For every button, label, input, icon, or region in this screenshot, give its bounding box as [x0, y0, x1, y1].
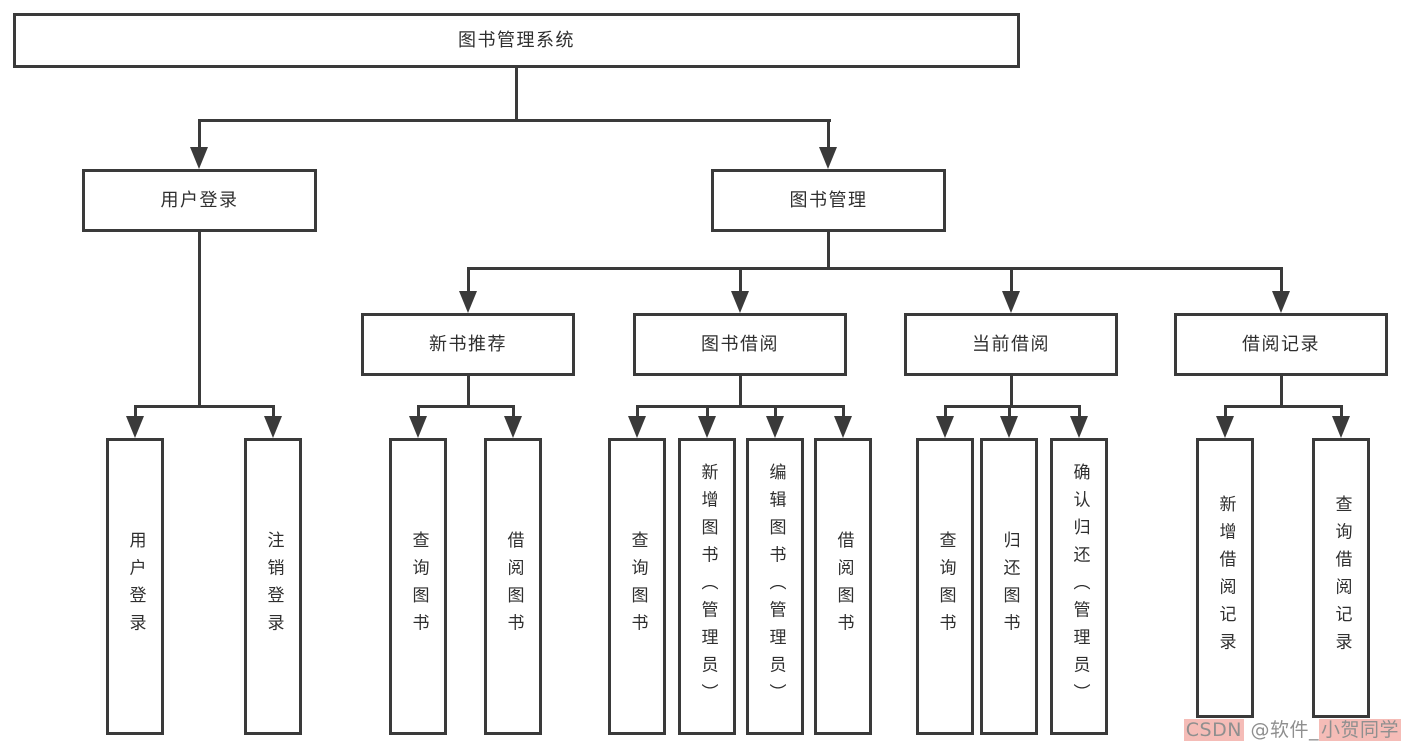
arrow-down-icon [190, 147, 208, 169]
connector-stem [827, 122, 830, 148]
connector-stem [1340, 408, 1343, 418]
connector-stem [134, 408, 137, 418]
connector-current-stem [1010, 376, 1013, 405]
connector-stem [198, 122, 201, 148]
connector-level2-split [198, 119, 831, 122]
connector-stem [417, 408, 420, 418]
connector-stem [272, 408, 275, 418]
leaf-confirm-return-admin: 确认归还（管理员） [1050, 438, 1108, 735]
leaf-user-login: 用户登录 [106, 438, 164, 735]
connector-recommend-stem [467, 376, 470, 405]
leaf-borrow-books: 借阅图书 [814, 438, 872, 735]
connector-recommend-split [417, 405, 515, 408]
node-label: 归还图书 [999, 531, 1020, 642]
connector-stem [467, 270, 470, 291]
node-user-login: 用户登录 [82, 169, 317, 232]
arrow-down-icon [1272, 291, 1290, 313]
connector-stem [1224, 408, 1227, 418]
node-label: 注销登录 [263, 531, 284, 642]
node-label: 借阅图书 [833, 531, 854, 642]
arrow-down-icon [1332, 416, 1350, 438]
arrow-down-icon [936, 416, 954, 438]
arrow-down-icon [731, 291, 749, 313]
node-label: 图书借阅 [701, 333, 779, 355]
node-label: 确认归还（管理员） [1069, 462, 1090, 711]
node-label: 查询借阅记录 [1331, 495, 1352, 661]
connector-stem [1008, 408, 1011, 418]
connector-stem [774, 408, 777, 418]
node-label: 查询图书 [408, 531, 429, 642]
watermark-name: 小贺同学 [1318, 719, 1401, 741]
arrow-down-icon [834, 416, 852, 438]
node-current-borrow: 当前借阅 [904, 313, 1118, 376]
arrow-down-icon [126, 416, 144, 438]
connector-stem [842, 408, 845, 418]
arrow-down-icon [504, 416, 522, 438]
connector-stem [636, 408, 639, 418]
arrow-down-icon [1000, 416, 1018, 438]
leaf-logout: 注销登录 [244, 438, 302, 735]
leaf-add-books-admin: 新增图书（管理员） [678, 438, 736, 735]
node-label: 图书管理 [789, 189, 868, 211]
arrow-down-icon [1070, 416, 1088, 438]
arrow-down-icon [459, 291, 477, 313]
connector-stem [1078, 408, 1081, 418]
connector-user-split [134, 405, 275, 408]
arrow-down-icon [628, 416, 646, 438]
connector-stem [944, 408, 947, 418]
node-label: 新增图书（管理员） [697, 462, 718, 711]
arrow-down-icon [766, 416, 784, 438]
leaf-edit-books-admin: 编辑图书（管理员） [746, 438, 804, 735]
arrow-down-icon [1216, 416, 1234, 438]
connector-stem [1280, 270, 1283, 291]
connector-records-split [1224, 405, 1343, 408]
connector-book-mgmt-stem [827, 232, 830, 267]
node-label: 当前借阅 [972, 333, 1050, 355]
connector-root-stem [515, 68, 518, 122]
leaf-add-borrow-record: 新增借阅记录 [1196, 438, 1254, 718]
connector-stem [706, 408, 709, 418]
node-label: 新增借阅记录 [1215, 495, 1236, 661]
leaf-query-books-borrow: 查询图书 [608, 438, 666, 735]
node-borrow-records: 借阅记录 [1174, 313, 1388, 376]
node-label: 编辑图书（管理员） [765, 462, 786, 711]
node-label: 借阅记录 [1242, 333, 1320, 355]
arrow-down-icon [819, 147, 837, 169]
watermark-brand: CSDN [1183, 719, 1244, 741]
node-library-system: 图书管理系统 [13, 13, 1020, 68]
node-label: 借阅图书 [503, 531, 524, 642]
node-book-borrow: 图书借阅 [633, 313, 847, 376]
connector-stem [739, 270, 742, 291]
arrow-down-icon [698, 416, 716, 438]
arrow-down-icon [1002, 291, 1020, 313]
leaf-return-books: 归还图书 [980, 438, 1038, 735]
node-label: 图书管理系统 [458, 29, 575, 51]
node-label: 查询图书 [935, 531, 956, 642]
connector-borrow-stem [739, 376, 742, 405]
connector-level3-split [467, 267, 1283, 270]
leaf-query-books-recommend: 查询图书 [389, 438, 447, 735]
leaf-query-borrow-record: 查询借阅记录 [1312, 438, 1370, 718]
connector-stem [1010, 270, 1013, 291]
node-label: 新书推荐 [429, 333, 507, 355]
arrow-down-icon [409, 416, 427, 438]
node-book-management: 图书管理 [711, 169, 946, 232]
connector-borrow-split [636, 405, 845, 408]
arrow-down-icon [264, 416, 282, 438]
watermark-handle: @软件_ [1243, 719, 1319, 741]
leaf-borrow-books-recommend: 借阅图书 [484, 438, 542, 735]
leaf-query-books-current: 查询图书 [916, 438, 974, 735]
connector-records-stem [1280, 376, 1283, 405]
node-label: 查询图书 [627, 531, 648, 642]
node-label: 用户登录 [160, 189, 239, 211]
watermark: CSDN @软件_小贺同学 [1183, 718, 1401, 743]
connector-stem [512, 408, 515, 418]
node-new-book-recommend: 新书推荐 [361, 313, 575, 376]
node-label: 用户登录 [125, 531, 146, 642]
connector-user-login-stem [198, 232, 201, 405]
connector-current-split [944, 405, 1081, 408]
